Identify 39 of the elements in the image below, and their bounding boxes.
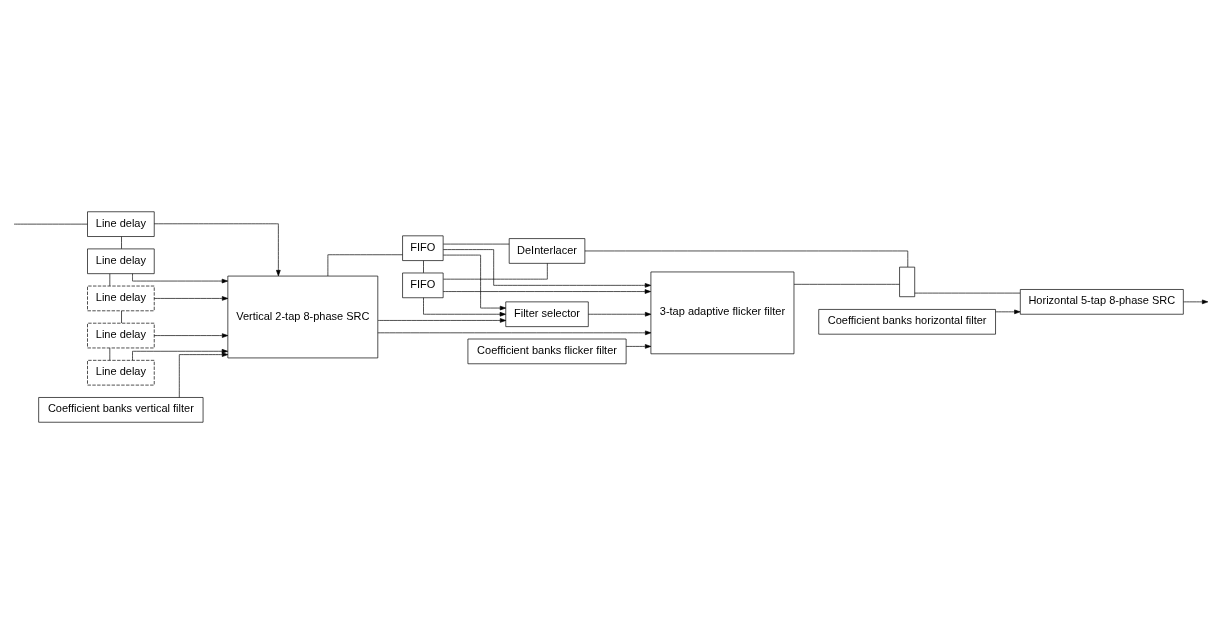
arrow xyxy=(153,332,229,338)
arrow xyxy=(132,348,228,361)
arrow xyxy=(442,288,651,294)
node-box: Line delay xyxy=(87,322,155,348)
node-box: Line delay xyxy=(87,285,155,311)
node-box: 3-tap adaptive flicker filter xyxy=(650,271,795,354)
node-box: FIFO xyxy=(402,272,444,298)
node-box: Filter selector xyxy=(505,301,589,327)
arrow xyxy=(153,295,229,301)
node-box: FIFO xyxy=(402,235,444,261)
arrow xyxy=(625,343,652,349)
node-box: Line delay xyxy=(87,210,155,237)
arrow xyxy=(1183,299,1209,304)
connector xyxy=(13,223,88,224)
node-box: DeInterlacer xyxy=(508,237,586,264)
connector xyxy=(327,253,403,276)
node-box: Coefficient banks vertical filter xyxy=(38,396,204,423)
node-box: Vertical 2-tap 8-phase SRC xyxy=(227,275,379,358)
arrow xyxy=(443,254,507,310)
arrow xyxy=(443,248,652,288)
connector xyxy=(423,259,424,273)
node-box: Horizontal 5-tap 8-phase SRC xyxy=(1019,288,1184,315)
arrow xyxy=(377,317,507,323)
arrow xyxy=(423,296,506,316)
arrow xyxy=(132,272,228,283)
connector xyxy=(121,310,122,323)
connector xyxy=(443,262,548,279)
arrow xyxy=(588,311,652,316)
arrow xyxy=(377,330,652,335)
node-box: Line delay xyxy=(87,359,155,385)
node-box xyxy=(899,266,916,297)
arrow xyxy=(995,309,1021,314)
node-box: Line delay xyxy=(87,248,155,274)
node-box: Coefficient banks flicker filter xyxy=(467,338,627,364)
arrow xyxy=(153,222,281,276)
connector xyxy=(121,235,122,249)
connector xyxy=(793,283,900,285)
node-box: Coefficient banks horizontal filter xyxy=(818,308,996,335)
arrow xyxy=(178,351,229,398)
